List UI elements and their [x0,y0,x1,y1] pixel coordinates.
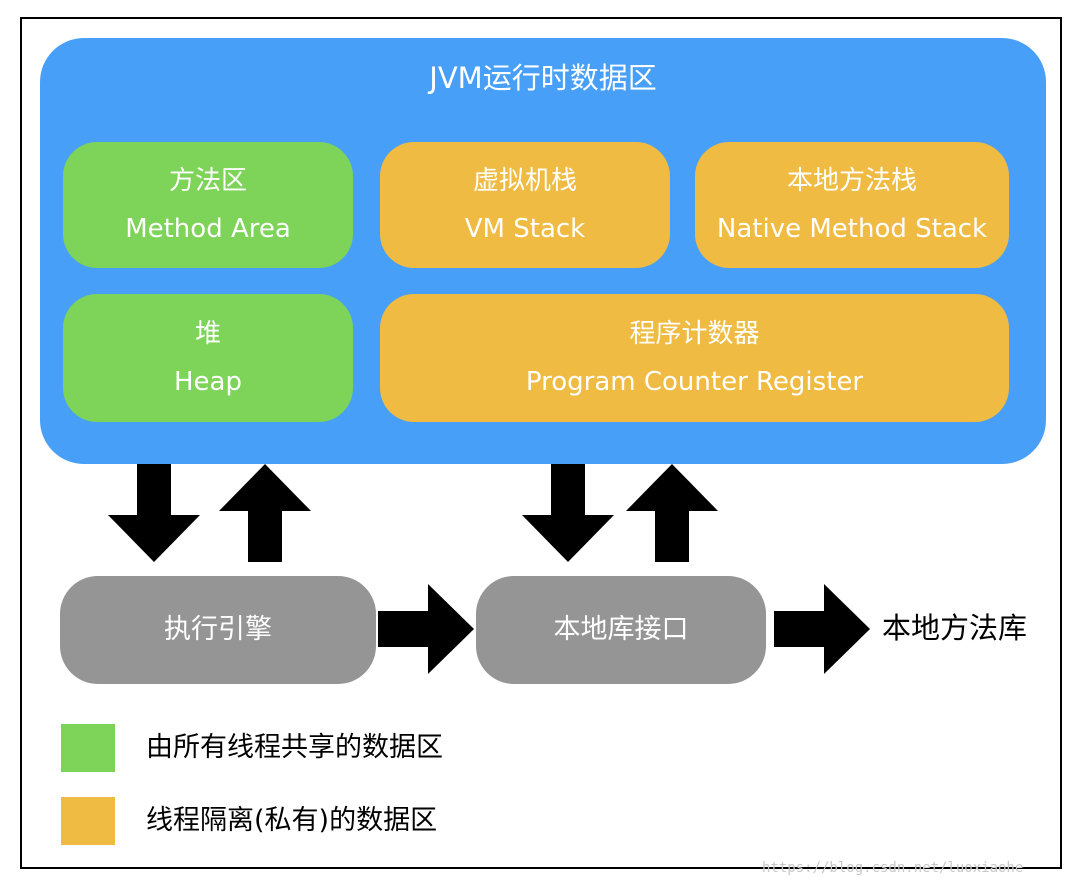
watermark: https://blog.csdn.net/luoxiaohe [762,860,1024,876]
arrow-up-icon [219,464,311,562]
method-area-zh: 方法区 [168,166,247,196]
diagram-frame [20,17,1062,869]
heap-box: 堆 Heap [63,294,353,422]
native-method-stack-zh: 本地方法栈 [786,166,917,196]
legend-private-label: 线程隔离(私有)的数据区 [146,805,438,836]
arrow-right-icon [378,584,474,674]
program-counter-box: 程序计数器 Program Counter Register [380,294,1009,422]
execution-engine-label: 执行引擎 [164,614,272,645]
vm-stack-en: VM Stack [464,214,586,244]
arrow-down-icon [108,464,200,562]
native-method-stack-en: Native Method Stack [716,214,988,244]
legend-shared-label: 由所有线程共享的数据区 [146,732,443,763]
native-method-stack-box: 本地方法栈 Native Method Stack [695,142,1009,268]
arrow-right-icon [774,584,870,674]
arrow-down-icon [522,464,614,562]
method-area-box: 方法区 Method Area [63,142,353,268]
program-counter-en: Program Counter Register [525,367,864,397]
native-interface-label: 本地库接口 [553,614,689,645]
jvm-title: JVM运行时数据区 [429,61,657,95]
arrow-up-icon [626,464,718,562]
legend-private-swatch [61,797,115,845]
vm-stack-box: 虚拟机栈 VM Stack [380,142,670,268]
program-counter-zh: 程序计数器 [629,319,760,349]
native-interface-box: 本地库接口 [476,576,766,684]
vm-stack-zh: 虚拟机栈 [472,166,577,196]
heap-zh: 堆 [194,319,221,349]
heap-en: Heap [174,367,242,397]
execution-engine-box: 执行引擎 [60,576,376,684]
legend-shared-swatch [61,724,115,772]
native-method-library-label: 本地方法库 [882,611,1028,645]
method-area-en: Method Area [125,214,291,244]
